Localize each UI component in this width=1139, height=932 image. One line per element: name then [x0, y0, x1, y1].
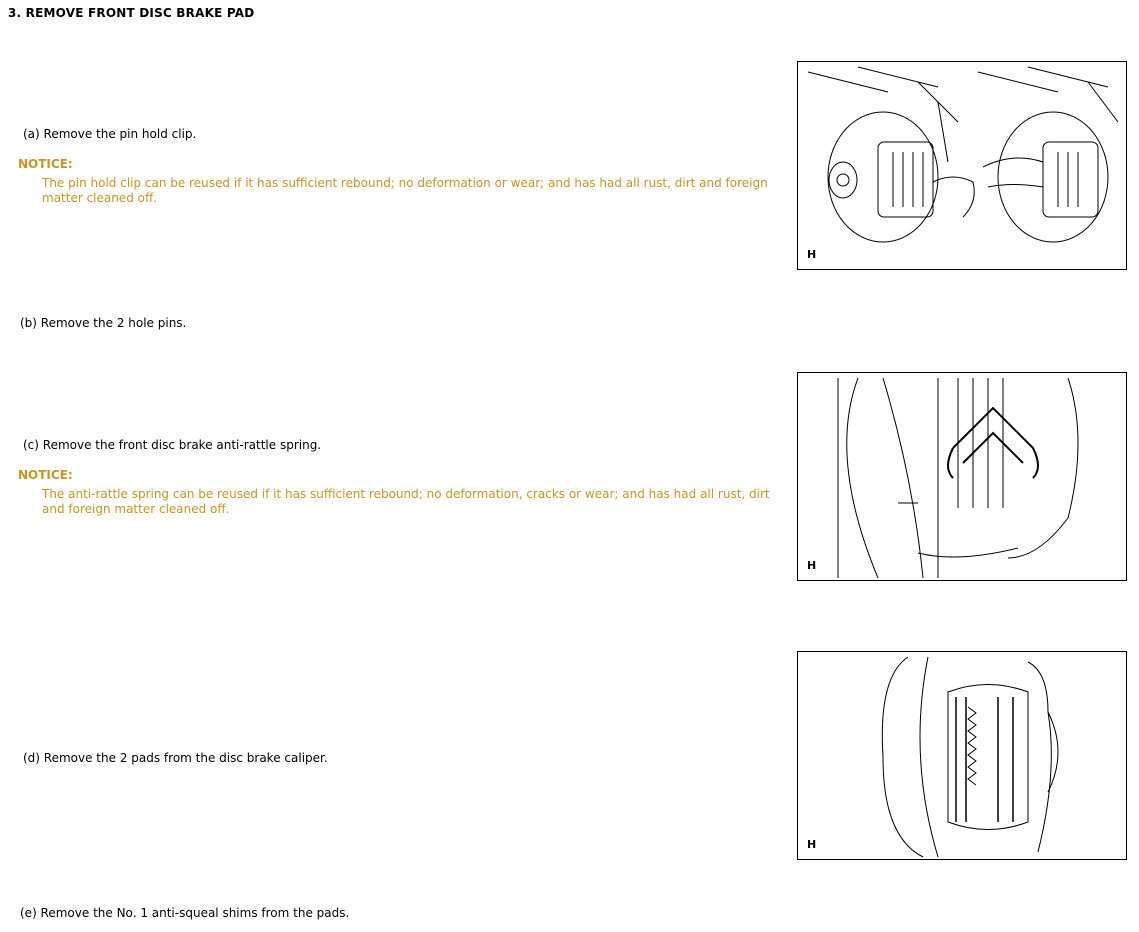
- notice-label-c: NOTICE:: [18, 468, 73, 482]
- figure-pin-hold-clip: H: [797, 61, 1127, 270]
- notice-text-c: The anti-rattle spring can be reused if …: [42, 487, 770, 516]
- figure-anti-rattle-spring: H: [797, 372, 1127, 581]
- step-c: (c) Remove the front disc brake anti-rat…: [23, 438, 322, 452]
- brake-illustration: [807, 66, 1119, 243]
- figure-label: H: [807, 559, 817, 572]
- step-a: (a) Remove the pin hold clip.: [23, 127, 197, 141]
- page-title: 3. REMOVE FRONT DISC BRAKE PAD: [8, 6, 255, 20]
- figure-brake-pads: H: [797, 651, 1127, 860]
- figure-label: H: [807, 248, 817, 261]
- step-e: (e) Remove the No. 1 anti-squeal shims f…: [20, 906, 350, 920]
- pads-illustration: [881, 656, 1059, 858]
- step-b: (b) Remove the 2 hole pins.: [20, 316, 187, 330]
- spring-illustration: [837, 377, 1079, 579]
- notice-label-a: NOTICE:: [18, 157, 73, 171]
- figure-label: H: [807, 838, 817, 851]
- notice-text-a: The pin hold clip can be reused if it ha…: [42, 176, 768, 205]
- step-d: (d) Remove the 2 pads from the disc brak…: [23, 751, 328, 765]
